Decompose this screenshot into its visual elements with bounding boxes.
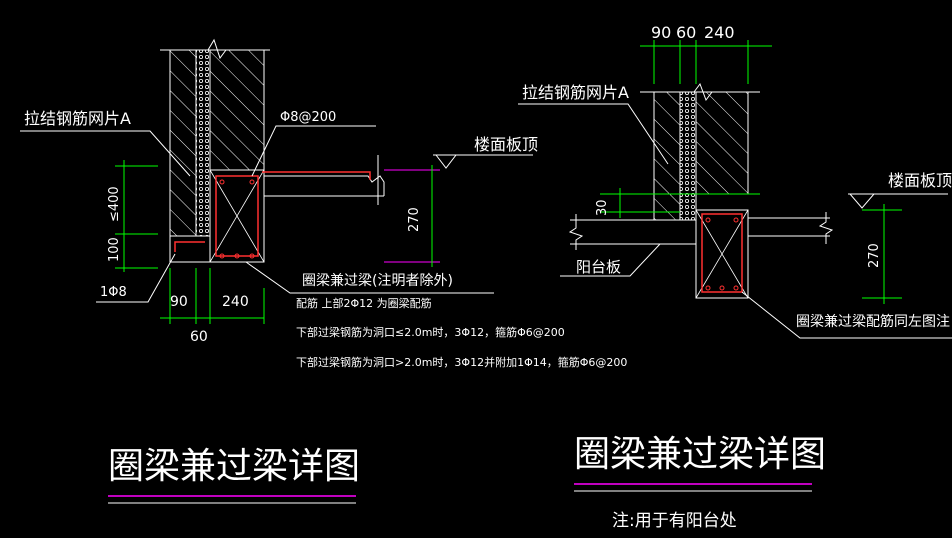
right-beam-leader [741,291,952,339]
left-270-dimension [384,165,440,267]
right-dim-60: 60 [676,23,696,42]
left-floor-label: 楼面板顶 [474,135,538,154]
left-mesh-leader [20,130,191,177]
left-beam-label: 圈梁兼过梁(注明者除外) [302,273,453,289]
left-bar-label: 1Φ8 [100,285,127,300]
left-mesh-label: 拉结钢筋网片A [24,109,131,128]
left-dim-240: 240 [222,294,249,310]
right-dim-90: 90 [651,23,671,42]
left-floor-slab [262,155,385,205]
left-stirrup-leader [251,125,376,177]
right-top-dimensions [640,40,772,84]
right-dim-240: 240 [704,23,735,42]
left-dim-90: 90 [170,294,188,310]
right-beam-label: 圈梁兼过梁配筋同左图注 [796,313,950,330]
left-bar-leader [96,253,176,303]
left-horizontal-dimensions [160,268,265,324]
left-vertical-dimensions [115,160,158,272]
right-balcony-leader [560,243,661,277]
right-270-dimension [862,204,902,304]
left-wall [160,38,270,237]
right-note: 注:用于有阳台处 [612,511,737,531]
left-note-1: 配筋 上部2Φ12 为圈梁配筋 [296,296,432,310]
left-dim-60: 60 [190,329,208,345]
left-floor-level-marker [433,154,533,169]
left-detail: Φ8@200 拉结钢筋网片A 楼面板顶 270 ≤400 100 1Φ8 [20,38,627,504]
left-lower-wall [169,235,211,263]
left-dim-270: 270 [407,207,422,232]
left-dim-400: ≤400 [107,186,122,222]
left-ring-beam [209,169,265,263]
right-mesh-leader [518,103,669,165]
left-title: 圈梁兼过梁详图 [108,446,360,487]
right-balcony-label: 阳台板 [576,258,621,276]
right-mesh-label: 拉结钢筋网片A [522,83,629,102]
left-note-3: 下部过梁钢筋为洞口>2.0m时，3Φ12并附加1Φ14，箍筋Φ6@200 [296,355,627,369]
left-dim-100: 100 [107,237,122,262]
right-floor-label: 楼面板顶 [888,171,952,190]
left-bottom-bar [174,241,205,252]
right-wall [640,82,760,221]
right-detail: 90 60 240 拉结钢筋网片A 30 [518,23,952,531]
left-stirrup-label: Φ8@200 [280,110,336,125]
right-30-dimension [600,188,760,218]
right-balcony-slab [568,212,834,250]
right-dim-30: 30 [595,199,610,216]
right-title: 圈梁兼过梁详图 [574,434,826,475]
right-ring-beam [695,209,749,299]
right-dim-270: 270 [867,243,882,268]
left-note-2: 下部过梁钢筋为洞口≤2.0m时，3Φ12，箍筋Φ6@200 [296,325,565,339]
left-beam-leader [245,261,494,294]
right-floor-level-marker [848,193,948,209]
